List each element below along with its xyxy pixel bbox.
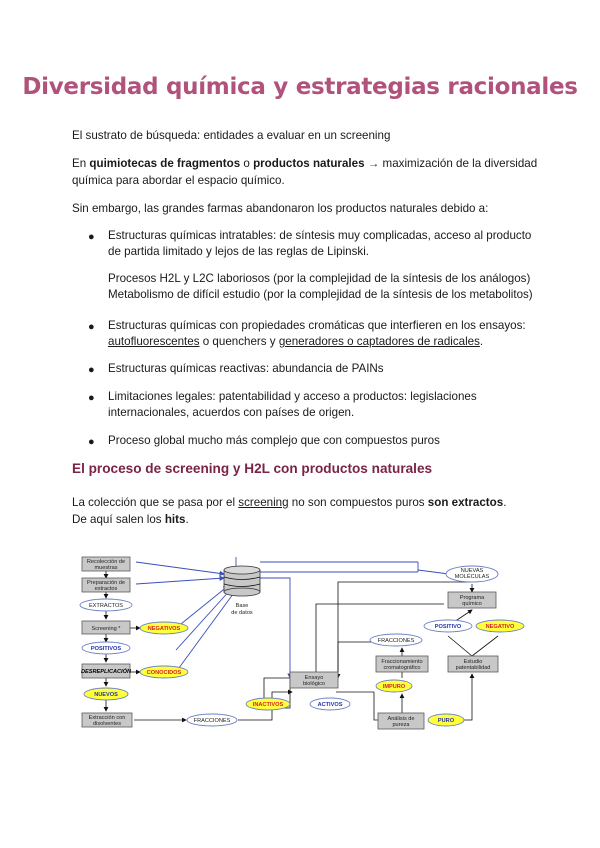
- svg-text:patentabilidad: patentabilidad: [456, 665, 491, 671]
- svg-text:MOLÉCULAS: MOLÉCULAS: [455, 573, 490, 580]
- svg-text:FRACCIONES: FRACCIONES: [194, 718, 231, 724]
- bullet-complex: Proceso global mucho más complejo que co…: [108, 434, 440, 447]
- solvent-extraction-box: [81, 712, 133, 728]
- bullet-reactive: Estructuras químicas reactivas: abundanc…: [108, 362, 384, 375]
- bullet-dot: ●: [88, 364, 95, 376]
- svg-text:Fraccionamiento: Fraccionamiento: [381, 659, 422, 665]
- bullet-intractable: Estructuras químicas intratables: de sín…: [108, 229, 532, 258]
- bullet-legal: Limitaciones legales: patentabilidad y a…: [108, 390, 477, 419]
- svg-text:POSITIVOS: POSITIVOS: [91, 646, 121, 652]
- bullet-chromatic: Estructuras químicas con propiedades cro…: [108, 319, 526, 348]
- svg-text:PURO: PURO: [438, 718, 455, 724]
- chromatographic-fractionation-box: [375, 655, 429, 673]
- patentability-study-box: [447, 655, 499, 673]
- svg-text:disolventes: disolventes: [93, 721, 121, 727]
- svg-text:ACTIVOS: ACTIVOS: [318, 702, 343, 708]
- intro-paragraph: El sustrato de búsqueda: entidades a eva…: [72, 129, 391, 142]
- svg-text:extractos: extractos: [95, 586, 118, 592]
- svg-text:NUEVOS: NUEVOS: [94, 692, 118, 698]
- pure-oval: [427, 713, 465, 727]
- svg-text:químico: químico: [462, 601, 482, 607]
- screening-box: [81, 620, 131, 635]
- svg-text:EXTRACTOS: EXTRACTOS: [89, 603, 123, 609]
- bullet-intractable-details: Procesos H2L y L2C laboriosos (por la co…: [108, 272, 533, 301]
- screening-flow-diagram: Recolección de muestras Preparación de e…: [79, 556, 525, 730]
- svg-text:NUEVAS: NUEVAS: [461, 568, 484, 574]
- svg-text:INACTIVOS: INACTIVOS: [253, 702, 284, 708]
- svg-text:POSITIVO: POSITIVO: [435, 624, 462, 630]
- positives-oval: [81, 641, 131, 655]
- dereplication-box: [81, 663, 131, 679]
- svg-text:CONOCIDOS: CONOCIDOS: [147, 670, 182, 676]
- new-oval: [83, 687, 129, 701]
- svg-text:IMPURO: IMPURO: [383, 684, 406, 690]
- negative-oval-right: [475, 619, 525, 633]
- database-icon: [223, 565, 261, 597]
- svg-text:DESREPLICACIÓN: DESREPLICACIÓN: [81, 668, 132, 675]
- bioassay-box: [289, 671, 339, 689]
- inactive-oval: [245, 697, 291, 711]
- svg-text:Ensayo: Ensayo: [305, 675, 324, 681]
- svg-text:Extracción con: Extracción con: [89, 715, 126, 721]
- svg-text:FRACCIONES: FRACCIONES: [378, 638, 415, 644]
- extracts-paragraph: La colección que se pasa por el screenin…: [72, 496, 507, 526]
- purity-analysis-box: [377, 712, 425, 730]
- svg-text:cromatográfico: cromatográfico: [384, 665, 421, 671]
- page-title: Diversidad química y estrategias raciona…: [22, 74, 578, 100]
- section-heading: El proceso de screening y H2L con produc…: [72, 461, 433, 476]
- impure-oval: [375, 679, 413, 693]
- bullet-dot: ●: [88, 436, 95, 448]
- fractions-oval-left: [186, 713, 238, 727]
- bullet-dot: ●: [88, 392, 95, 404]
- new-molecules-oval: [445, 565, 499, 583]
- diagram-connectors: [103, 571, 499, 723]
- positive-oval-right: [423, 619, 473, 633]
- fractions-oval-right: [369, 633, 423, 647]
- svg-text:de datos: de datos: [231, 610, 253, 616]
- svg-text:Preparación de: Preparación de: [87, 580, 125, 586]
- svg-text:Estudio: Estudio: [464, 659, 483, 665]
- pharma-paragraph: Sin embargo, las grandes farmas abandona…: [72, 202, 489, 215]
- svg-text:muestras: muestras: [94, 565, 117, 571]
- bullet-dot: ●: [88, 321, 95, 333]
- known-oval: [139, 665, 189, 679]
- chemistry-program-box: [447, 591, 497, 609]
- bullet-dot: ●: [88, 231, 95, 243]
- svg-text:Recolección de: Recolección de: [87, 559, 125, 565]
- svg-text:Screening *: Screening *: [92, 626, 122, 632]
- svg-text:Programa: Programa: [460, 595, 485, 601]
- svg-text:biológico: biológico: [303, 681, 325, 687]
- svg-text:NEGATIVOS: NEGATIVOS: [148, 626, 181, 632]
- negatives-oval: [139, 621, 189, 635]
- svg-text:pureza: pureza: [392, 722, 410, 728]
- extract-prep-box: [81, 577, 131, 593]
- svg-text:NEGATIVO: NEGATIVO: [486, 624, 515, 630]
- sample-collection-box: [81, 556, 131, 572]
- database-links: [135, 557, 465, 679]
- fragments-paragraph: En quimiotecas de fragmentos o productos…: [72, 157, 538, 187]
- svg-text:Análisis de: Análisis de: [387, 716, 414, 722]
- svg-text:Base: Base: [236, 603, 249, 609]
- extracts-oval: [79, 598, 133, 612]
- active-oval: [309, 697, 351, 711]
